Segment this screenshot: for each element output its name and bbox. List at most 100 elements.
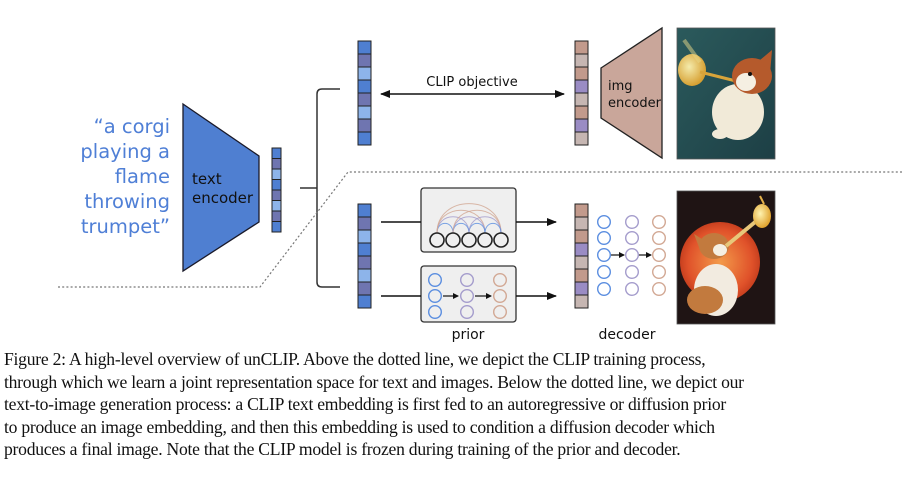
caption-line: through which we learn a joint represent… bbox=[4, 371, 744, 392]
embedding-cell bbox=[574, 294, 589, 309]
text-encoder: text encoder bbox=[182, 102, 260, 273]
image-frame bbox=[676, 190, 776, 325]
decoder-node bbox=[597, 247, 612, 262]
decoder-diffusion-steps bbox=[597, 214, 667, 297]
diffusion-prior-steps bbox=[428, 273, 508, 320]
predicted-image-embedding bbox=[574, 203, 589, 309]
embedding-cell bbox=[357, 131, 372, 146]
dotted-separator bbox=[58, 171, 904, 288]
bracket-connector bbox=[300, 88, 340, 288]
decoder-label: decoder bbox=[598, 327, 655, 343]
embedding-cell bbox=[357, 229, 372, 244]
caption-line: text-to-image generation process: a CLIP… bbox=[4, 394, 726, 415]
embedding-cell bbox=[271, 179, 282, 191]
generated-image-corgi bbox=[677, 191, 775, 324]
ar-token-circle bbox=[493, 232, 509, 248]
embedding-cell bbox=[574, 216, 589, 231]
embedding-cell bbox=[357, 53, 372, 68]
attention-arc bbox=[484, 222, 502, 234]
training-image-corgi bbox=[677, 28, 775, 159]
decoder-node bbox=[625, 247, 640, 262]
decoder-node bbox=[652, 230, 667, 245]
text-encoder-label: text bbox=[192, 170, 222, 188]
embedding-cell bbox=[271, 168, 282, 180]
diffusion-node bbox=[493, 273, 508, 288]
img-encoder-label: encoder bbox=[608, 96, 662, 111]
embedding-cell bbox=[574, 40, 589, 55]
embedding-cell bbox=[271, 158, 282, 170]
prior-connectors bbox=[381, 218, 557, 300]
embedding-cell bbox=[574, 242, 589, 257]
text-encoder-label: encoder bbox=[192, 189, 254, 207]
img-encoder: img encoder bbox=[600, 26, 663, 160]
embedding-cell bbox=[357, 92, 372, 107]
embedding-cell bbox=[357, 216, 372, 231]
embedding-cell bbox=[357, 268, 372, 283]
embedding-cell bbox=[271, 189, 282, 201]
clip-text-embedding-bottom bbox=[357, 203, 372, 309]
autoregressive-prior-panel bbox=[420, 187, 517, 253]
image-frame bbox=[676, 27, 776, 160]
ar-token-circle bbox=[477, 232, 493, 248]
decoder-node bbox=[597, 265, 612, 280]
diffusion-node bbox=[428, 289, 443, 304]
diffusion-node bbox=[460, 273, 475, 288]
clip-objective-arrow: CLIP objective bbox=[380, 75, 565, 98]
embedding-cell bbox=[357, 294, 372, 309]
caption-line: produces a final image. Note that the CL… bbox=[4, 439, 681, 460]
diffusion-node bbox=[460, 289, 475, 304]
caption-line: Figure 2: A high-level overview of unCLI… bbox=[4, 349, 706, 369]
embedding-cell bbox=[574, 92, 589, 107]
ar-token-circle bbox=[445, 232, 461, 248]
diffusion-node bbox=[428, 305, 443, 320]
unclip-diagram: “a corgi playing a flame throwing trumpe… bbox=[58, 26, 904, 343]
decoder-node bbox=[652, 214, 667, 229]
decoder-node bbox=[625, 282, 640, 297]
text-encoder-output-embedding bbox=[271, 147, 282, 233]
prompt-line: playing a bbox=[80, 140, 170, 163]
embedding-cell bbox=[574, 203, 589, 218]
clip-text-embedding-top bbox=[357, 40, 372, 146]
diffusion-node bbox=[460, 305, 475, 320]
decoder-node bbox=[597, 230, 612, 245]
diffusion-node bbox=[493, 289, 508, 304]
embedding-cell bbox=[357, 203, 372, 218]
embedding-cell bbox=[357, 255, 372, 270]
embedding-cell bbox=[271, 221, 282, 233]
clip-image-embedding bbox=[574, 40, 589, 146]
decoder-node bbox=[625, 214, 640, 229]
embedding-cell bbox=[357, 242, 372, 257]
diffusion-prior-panel bbox=[420, 265, 517, 323]
embedding-cell bbox=[357, 118, 372, 133]
decoder-node bbox=[652, 265, 667, 280]
decoder-node bbox=[597, 282, 612, 297]
embedding-cell bbox=[357, 281, 372, 296]
prompt-line: throwing bbox=[84, 190, 170, 213]
prompt-line: trumpet” bbox=[81, 215, 170, 238]
embedding-cell bbox=[574, 79, 589, 94]
diffusion-node bbox=[428, 273, 443, 288]
decoder-node bbox=[652, 247, 667, 262]
embedding-cell bbox=[574, 229, 589, 244]
embedding-cell bbox=[574, 255, 589, 270]
embedding-cell bbox=[357, 40, 372, 55]
diffusion-node bbox=[493, 305, 508, 320]
embedding-cell bbox=[574, 53, 589, 68]
decoder-node bbox=[625, 230, 640, 245]
embedding-cell bbox=[574, 105, 589, 120]
embedding-cell bbox=[357, 66, 372, 81]
embedding-cell bbox=[574, 281, 589, 296]
ar-token-circle bbox=[429, 232, 445, 248]
prompt-line: “a corgi bbox=[94, 115, 170, 138]
embedding-cell bbox=[357, 105, 372, 120]
embedding-cell bbox=[271, 147, 282, 159]
decoder-node bbox=[625, 265, 640, 280]
clip-objective-label: CLIP objective bbox=[426, 75, 518, 90]
decoder-node bbox=[597, 214, 612, 229]
ar-tokens bbox=[429, 232, 509, 248]
embedding-cell bbox=[574, 66, 589, 81]
embedding-cell bbox=[574, 131, 589, 146]
attention-arcs bbox=[436, 203, 502, 234]
embedding-cell bbox=[271, 210, 282, 222]
prior-label: prior bbox=[452, 327, 485, 343]
